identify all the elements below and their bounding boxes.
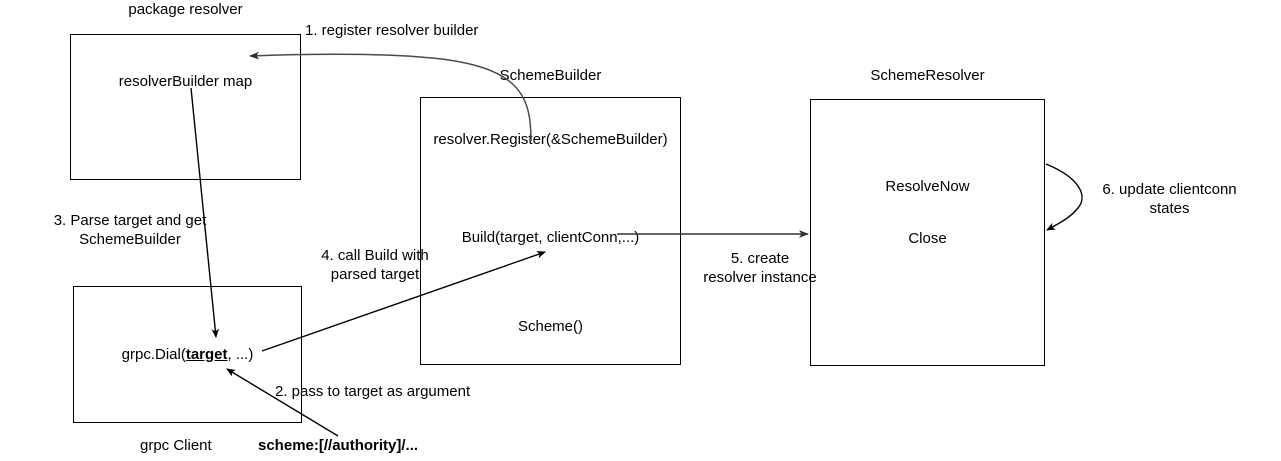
title-package-resolver: package resolver bbox=[128, 1, 243, 18]
step-5-label: 5. create resolver instance bbox=[703, 250, 817, 286]
label-resolve-now: ResolveNow bbox=[885, 178, 970, 195]
label-build: Build(target, clientConn,...) bbox=[461, 229, 640, 246]
step-3-label: 3. Parse target and get SchemeBuilder bbox=[53, 212, 207, 248]
box-resolver-builder-map bbox=[70, 34, 301, 180]
grpc-target-string: scheme:[//authority]/... bbox=[258, 437, 419, 454]
title-grpc-client: grpc Client bbox=[140, 437, 212, 454]
box-grpc-client bbox=[73, 286, 302, 423]
step-1-label: 1. register resolver builder bbox=[305, 22, 479, 39]
label-resolver-builder-map: resolverBuilder map bbox=[118, 73, 253, 90]
title-scheme-builder: SchemeBuilder bbox=[499, 67, 602, 84]
grpc-dial-suffix: , ...) bbox=[227, 346, 254, 363]
box-scheme-builder bbox=[420, 97, 681, 365]
label-grpc-dial: grpc.Dial(target, ...) bbox=[73, 345, 302, 364]
step-4-label: 4. call Build with parsed target bbox=[321, 247, 429, 283]
title-scheme-resolver: SchemeResolver bbox=[870, 67, 985, 84]
label-resolver-register: resolver.Register(&SchemeBuilder) bbox=[433, 131, 668, 148]
label-close: Close bbox=[908, 230, 947, 247]
arrow-step-6-update-clientconn bbox=[1045, 163, 1083, 231]
label-scheme: Scheme() bbox=[517, 318, 584, 335]
grpc-dial-prefix: grpc.Dial( bbox=[121, 346, 186, 363]
box-scheme-resolver bbox=[810, 99, 1045, 366]
grpc-dial-target-arg: target bbox=[185, 346, 228, 363]
step-6-label: 6. update clientconn states bbox=[1102, 181, 1237, 217]
step-2-label: 2. pass to target as argument bbox=[275, 383, 471, 400]
